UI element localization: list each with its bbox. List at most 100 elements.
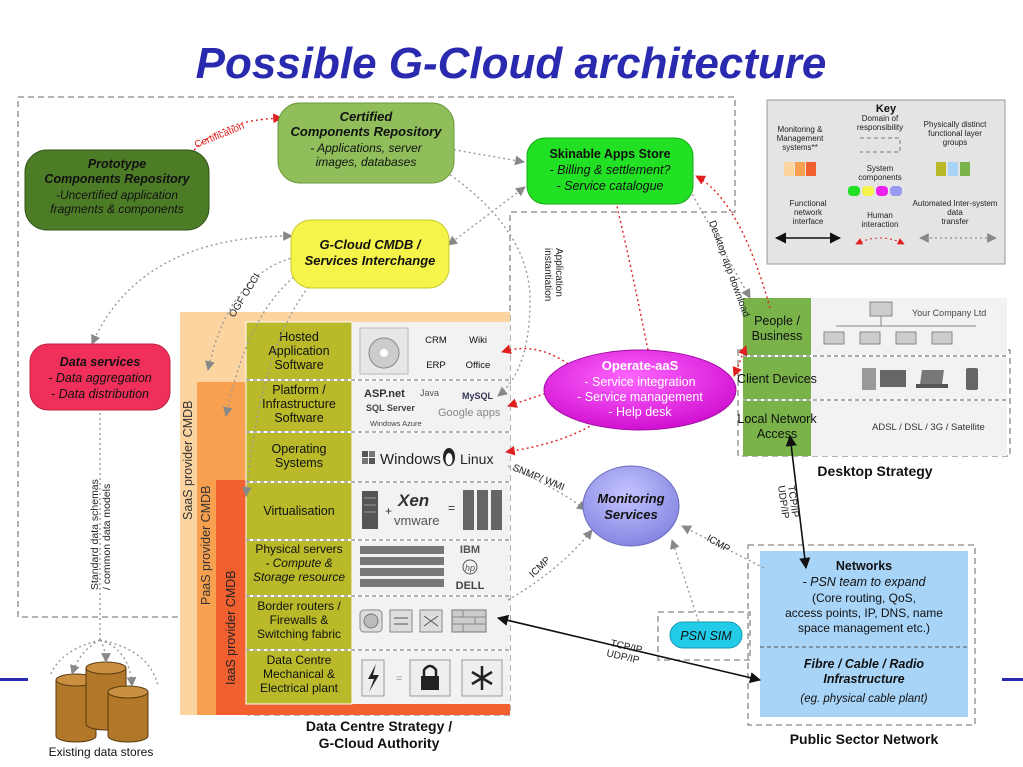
svg-text:IBM: IBM [460,544,480,556]
windows-icon [362,451,375,464]
svg-text:Office: Office [466,360,491,371]
desktop-stack: People /Business Client Devices Local Ne… [737,298,1007,456]
physical-servers-content: IBM hp DELL [360,544,485,592]
svg-text:G-Cloud CMDB /Services Interch: G-Cloud CMDB /Services Interchange [305,237,436,268]
svg-text:Windows: Windows [380,451,441,468]
mech-elec-content: = [361,659,503,697]
switch-icon-2 [419,609,443,633]
svg-text:CRM: CRM [425,335,447,346]
cooling-icon [461,659,503,697]
router-icon [359,609,383,633]
svg-text:ASP.net: ASP.net [364,388,405,400]
svg-text:Skinable Apps Store: Skinable Apps Store [549,147,670,161]
network-devices-content [359,609,487,633]
switch-icon [389,609,413,633]
svg-text:PSN SIM: PSN SIM [680,629,732,643]
desktop-row-people: People /Business [752,314,803,343]
snmp-wmi-label: SNMP/ WMI [511,463,566,494]
svg-text:- Service management: - Service management [577,390,703,404]
svg-text:Windows Azure: Windows Azure [370,419,422,428]
svg-text:- Billing & settlement?: - Billing & settlement? [550,163,671,177]
existing-data-stores [55,661,149,743]
hosted-apps-content: CRM Wiki ERP Office [359,327,491,375]
desktop-row-client-devices: Client Devices [737,372,817,386]
svg-text:=: = [396,673,402,685]
networks-desc1: - PSN team to expand [803,575,927,589]
public-sector-caption: Public Sector Network [790,731,939,747]
certification-label: Certification [193,121,246,151]
lock-icon [409,659,451,697]
psn-sim[interactable]: PSN SIM [669,621,743,649]
tcpip-top-label: TCP/IP [785,485,800,519]
functional-network-links [496,434,811,684]
udpip-top-label: UDP/IP [775,485,791,520]
your-company-label: Your Company Ltd [912,308,986,318]
svg-text:- Data aggregation: - Data aggregation [48,371,152,385]
stack-label-physical-servers: Physical servers- Compute &Storage resou… [253,542,345,584]
svg-text:Key: Key [876,103,897,115]
os-content: Windows Linux [362,448,493,468]
icmp-right-label: ICMP [705,533,732,555]
existing-stores-caption: Existing data stores [49,745,154,759]
svg-text:ERP: ERP [426,360,446,371]
data-centre-caption: Data Centre Strategy /G-Cloud Authority [306,718,452,751]
virtualisation-content: + Xen vmware = [362,490,502,530]
svg-text:vmware: vmware [394,513,440,528]
power-icon [361,659,385,697]
svg-text:Xen: Xen [397,491,429,510]
stack-label-border-routers: Border routers /Firewalls &Switching fab… [257,599,341,641]
iaas-cmdb-label: IaaS provider CMDB [224,570,238,685]
access-types-label: ADSL / DSL / 3G / Satellite [872,422,985,433]
icmp-left-label: ICMP [527,555,553,581]
saas-cmdb-label: SaaS provider CMDB [181,401,195,521]
svg-text:- Service integration: - Service integration [584,375,695,389]
operate-aas[interactable]: Operate-aaS - Service integration - Serv… [543,349,737,431]
stack-label-virtualisation: Virtualisation [263,504,334,518]
desktop-app-download-label: Desktop app download [706,219,751,318]
svg-text:Wiki: Wiki [469,335,487,346]
human-interaction-links [187,113,771,456]
svg-text:DELL: DELL [456,580,485,592]
page-title: Possible G-Cloud architecture [196,39,827,88]
svg-text:Data services: Data services [60,355,141,369]
firewall-icon [451,609,487,633]
svg-text:Operate-aaS: Operate-aaS [602,358,679,373]
data-services[interactable]: Data services - Data aggregation - Data … [29,343,171,411]
g-cloud-cmdb[interactable]: G-Cloud CMDB /Services Interchange [290,219,450,289]
desktop-pc-icon [862,368,906,390]
phone-icon [966,368,978,390]
paas-cmdb-label: PaaS provider CMDB [199,486,213,606]
left-accent-line [0,678,28,681]
svg-text:MySQL: MySQL [462,391,494,401]
networks-panel [760,551,968,717]
org-chart-icon [823,301,976,345]
svg-text:- Service catalogue: - Service catalogue [556,179,663,193]
svg-text:- Data distribution: - Data distribution [51,387,149,401]
svg-text:Linux: Linux [460,451,493,467]
svg-text:- Help desk: - Help desk [608,405,672,419]
networks-title: Networks [836,559,892,573]
svg-text:=: = [448,501,455,515]
svg-text:hp: hp [465,563,475,573]
skinable-apps-store[interactable]: Skinable Apps Store - Billing & settleme… [526,137,694,205]
